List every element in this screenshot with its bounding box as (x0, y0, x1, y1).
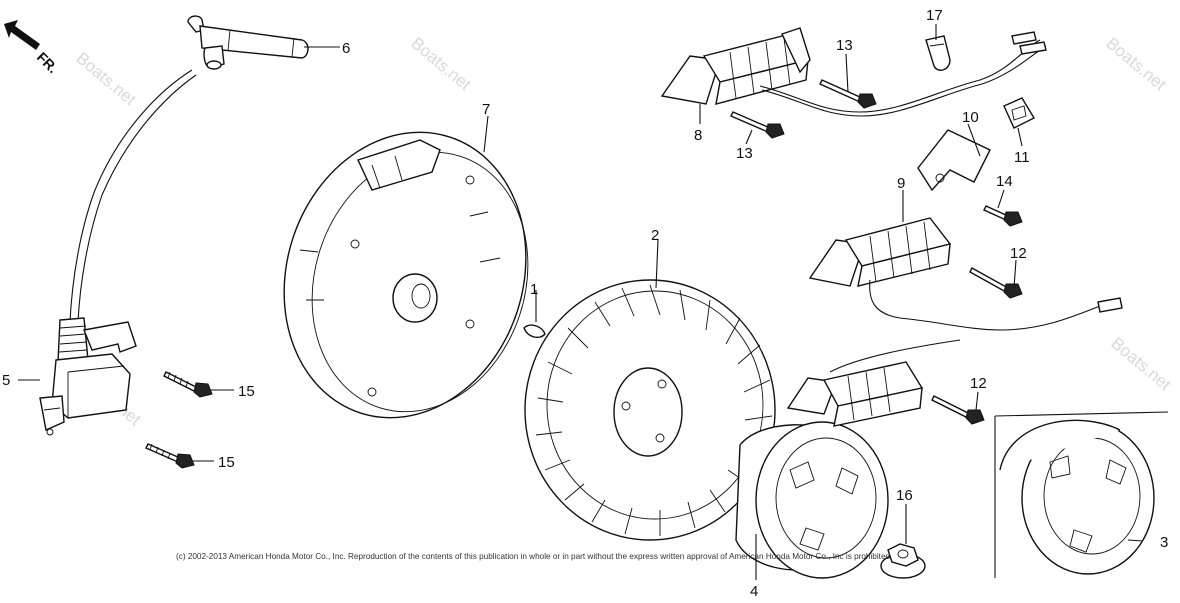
callout-13-upper: 13 (836, 37, 853, 54)
callout-9: 9 (897, 175, 905, 192)
callout-10: 10 (962, 109, 979, 126)
part-5-ignition-coil (39, 69, 197, 436)
part-2-cooling-fan (524, 279, 776, 541)
callout-17: 17 (926, 7, 943, 24)
part-4-fan-cover (735, 421, 889, 579)
callout-2: 2 (651, 227, 659, 244)
part-8-charge-coil (660, 27, 1047, 117)
part-15-bolt-upper (163, 371, 213, 398)
part-3-starter-pulley (994, 411, 1169, 578)
callout-12-lower: 12 (970, 375, 987, 392)
callout-numbers: 1 2 3 4 5 6 7 8 9 10 11 12 12 13 13 14 1… (2, 7, 1168, 600)
watermark-text: Boats.net (72, 49, 139, 110)
callout-14: 14 (996, 173, 1013, 190)
part-16-flange-nut (880, 543, 926, 579)
callout-3: 3 (1160, 534, 1168, 551)
copyright-notice: (c) 2002-2013 American Honda Motor Co., … (176, 552, 893, 561)
part-1-key (523, 324, 546, 339)
callout-15-lower: 15 (218, 454, 235, 471)
front-direction-indicator: FR. (4, 20, 61, 76)
callout-16: 16 (896, 487, 913, 504)
part-13-bolt-lower (730, 111, 785, 139)
callout-4: 4 (750, 583, 758, 600)
part-13-bolt-upper (819, 79, 877, 109)
part-11-grommet (1003, 97, 1035, 129)
callout-1: 1 (530, 281, 538, 298)
callout-5: 5 (2, 372, 10, 389)
callout-11: 11 (1014, 149, 1030, 166)
front-label: FR. (34, 49, 61, 76)
part-12-bolt-lower (931, 395, 985, 425)
watermark-text: Boats.net (1107, 334, 1174, 395)
part-6-plug-cap (187, 15, 309, 70)
watermark-text: Boats.net (1102, 34, 1169, 95)
watermark-text: Boats.net (407, 34, 474, 95)
part-12-bolt-upper (969, 267, 1023, 299)
callout-13-lower: 13 (736, 145, 753, 162)
front-arrow-icon (4, 20, 40, 50)
callout-12-upper: 12 (1010, 245, 1027, 262)
callout-6: 6 (342, 40, 350, 57)
part-14-bolt (983, 205, 1023, 227)
part-7-flywheel-cover (283, 131, 529, 419)
part-15-bolt-lower (145, 443, 195, 469)
part-9-exciter-coil (808, 217, 1123, 331)
part-10-bracket (917, 129, 991, 192)
pulser-coil (786, 339, 961, 427)
callout-8: 8 (694, 127, 702, 144)
callout-15-upper: 15 (238, 383, 255, 400)
part-17-wire-clamp (925, 35, 951, 71)
callout-7: 7 (482, 101, 490, 118)
leader-lines (18, 24, 1144, 580)
